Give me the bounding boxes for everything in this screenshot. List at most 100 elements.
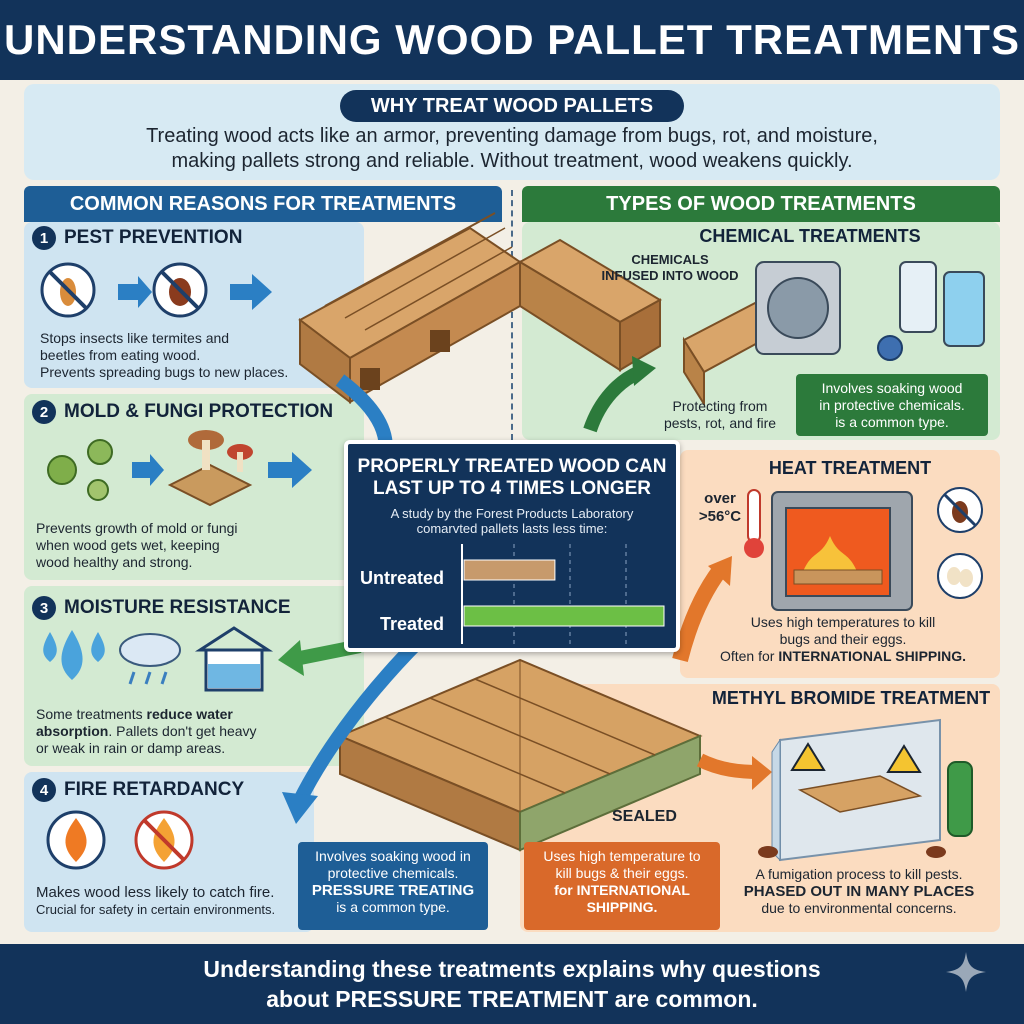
stat-sub-1: A study by the Forest Products Laborator… (390, 506, 634, 521)
heat-shipping-note-2: kill bugs & their eggs. (555, 865, 689, 881)
moisture-line-1b: reduce water (146, 706, 233, 722)
reasons-heading: COMMON REASONS FOR TREATMENTS (24, 186, 502, 222)
blue-arrow-lower (293, 635, 425, 804)
fire-number: 4 (32, 778, 56, 802)
no-termite-icon (40, 262, 96, 318)
mold-line-1: Prevents growth of mold or fungi (36, 520, 238, 536)
pest-line-2: beetles from eating wood. (40, 347, 201, 363)
mold-line-2: when wood gets wet, keeping (36, 537, 220, 553)
footer: Understanding these treatments explains … (0, 944, 1024, 1024)
bar-treated (463, 605, 665, 627)
pressure-note-3: PRESSURE TREATING (311, 882, 475, 899)
thermometer-icon (744, 489, 764, 558)
moisture-description: Some treatments reduce water absorption.… (36, 706, 356, 757)
moisture-line-2a: absorption (36, 723, 109, 739)
mold-line-3: wood healthy and strong. (36, 554, 193, 570)
sealed-label: SEALED (612, 808, 677, 825)
heat-shipping-note-3: for INTERNATIONAL (554, 882, 690, 898)
orange-arrow-right (696, 753, 761, 779)
methyl-line-1: A fumigation process to kill pests. (755, 866, 963, 882)
stat-sub-2: comarvted pallets lasts less time: (416, 521, 608, 536)
bug-icons (758, 846, 946, 858)
moisture-line-2: absorption. Pallets don't get heavy (36, 723, 356, 740)
stat-title-2: LAST UP TO 4 TIMES LONGER (373, 478, 651, 499)
footer-line-2: about PRESSURE TREATMENT are common. (266, 986, 758, 1012)
pest-title-text: PEST PREVENTION (64, 227, 243, 248)
water-drop-icon (43, 630, 105, 680)
why-heading: WHY TREAT WOOD PALLETS (340, 90, 684, 122)
fire-icon (46, 810, 106, 870)
column-divider (511, 190, 513, 440)
pest-description: Stops insects like termites and beetles … (40, 330, 360, 381)
heat-temp-1: over (704, 490, 736, 507)
mold-title: 2 MOLD & FUNGI PROTECTION (32, 400, 333, 424)
chemical-note-1: Involves soaking wood (821, 380, 963, 396)
no-bug-icon (937, 487, 983, 533)
mushroom-icon (167, 430, 253, 507)
bottom-pallet-illustration (337, 658, 703, 852)
chemical-callout-2: INFUSED INTO WOOD (601, 268, 739, 283)
stat-box: PROPERLY TREATED WOOD CAN LAST UP TO 4 T… (344, 440, 680, 652)
no-fire-icon (134, 810, 194, 870)
fumigation-tent-icon (771, 718, 973, 862)
heat-line-3: Often for INTERNATIONAL SHIPPING. (688, 648, 998, 665)
heat-line-3b: INTERNATIONAL SHIPPING. (778, 648, 967, 664)
mold-number: 2 (32, 400, 56, 424)
footer-line-1: Understanding these treatments explains … (203, 956, 821, 982)
moisture-title: 3 MOISTURE RESISTANCE (32, 596, 291, 620)
heat-title: HEAT TREATMENT (768, 458, 932, 478)
mold-spore-icon (47, 439, 113, 501)
bar-untreated (463, 559, 556, 581)
methyl-title: METHYL BROMIDE TREATMENT (711, 688, 991, 708)
heat-temperature: over >56°C (690, 490, 750, 526)
green-arrow-up (583, 365, 643, 433)
orange-arrow-up (672, 565, 727, 662)
chemical-protect: Protecting from pests, rot, and fire (650, 398, 790, 432)
pressure-note: Involves soaking wood in protective chem… (298, 842, 488, 930)
heat-line-1: Uses high temperatures to kill (750, 614, 936, 630)
fire-line-1: Makes wood less likely to catch fire. (36, 884, 275, 901)
methyl-line-2: PHASED OUT IN MANY PLACES (743, 883, 975, 900)
pest-line-3: Prevents spreading bugs to new places. (40, 364, 289, 380)
chemical-note: Involves soaking wood in protective chem… (796, 374, 988, 436)
chemical-title: CHEMICAL TREATMENTS (699, 226, 921, 246)
types-heading: TYPES OF WOOD TREATMENTS (522, 186, 1000, 222)
fire-description: Makes wood less likely to catch fire. Cr… (36, 884, 312, 918)
heat-line-2: bugs and their eggs. (779, 631, 907, 647)
stat-subtitle: A study by the Forest Products Laborator… (348, 506, 676, 536)
pressure-note-2: protective chemicals. (327, 865, 459, 881)
stat-title: PROPERLY TREATED WOOD CAN LAST UP TO 4 T… (348, 456, 676, 500)
pressure-note-1: Involves soaking wood in (315, 848, 471, 864)
moisture-card (24, 586, 364, 766)
heat-line-3a: Often for (719, 648, 779, 664)
moisture-number: 3 (32, 596, 56, 620)
chemical-protect-1: Protecting from (672, 398, 768, 414)
no-beetle-icon (152, 262, 208, 318)
why-description: Treating wood acts like an armor, preven… (60, 124, 964, 174)
pest-line-1: Stops insects like termites and (40, 330, 230, 346)
chemical-callout: CHEMICALS INFUSED INTO WOOD (590, 252, 750, 284)
chemical-protect-2: pests, rot, and fire (663, 415, 777, 431)
mold-description: Prevents growth of mold or fungi when wo… (36, 520, 356, 571)
lifespan-bar-chart (461, 544, 665, 644)
heat-shipping-note-4: SHIPPING. (586, 899, 658, 915)
chemical-note-3: is a common type. (835, 414, 949, 430)
right-pallet-illustration (517, 238, 663, 372)
pressure-note-4: is a common type. (336, 899, 450, 915)
fire-title-text: FIRE RETARDANCY (64, 779, 245, 800)
moisture-title-text: MOISTURE RESISTANCE (64, 597, 291, 618)
moisture-line-3: or weak in rain or damp areas. (36, 740, 226, 756)
chemical-tank-icon (682, 261, 985, 408)
fire-line-2: Crucial for safety in certain environmen… (36, 902, 276, 917)
heat-shipping-note: Uses high temperature to kill bugs & the… (524, 842, 720, 930)
eggs-icon (937, 553, 983, 599)
why-line-2: making pallets strong and reliable. With… (171, 150, 853, 172)
bar-label-treated: Treated (380, 614, 445, 634)
methyl-line-3: due to environmental concerns. (761, 900, 957, 916)
fire-title: 4 FIRE RETARDANCY (32, 778, 244, 802)
flood-house-icon (194, 626, 274, 692)
mold-title-text: MOLD & FUNGI PROTECTION (64, 401, 334, 422)
methyl-description: A fumigation process to kill pests. PHAS… (724, 866, 994, 917)
